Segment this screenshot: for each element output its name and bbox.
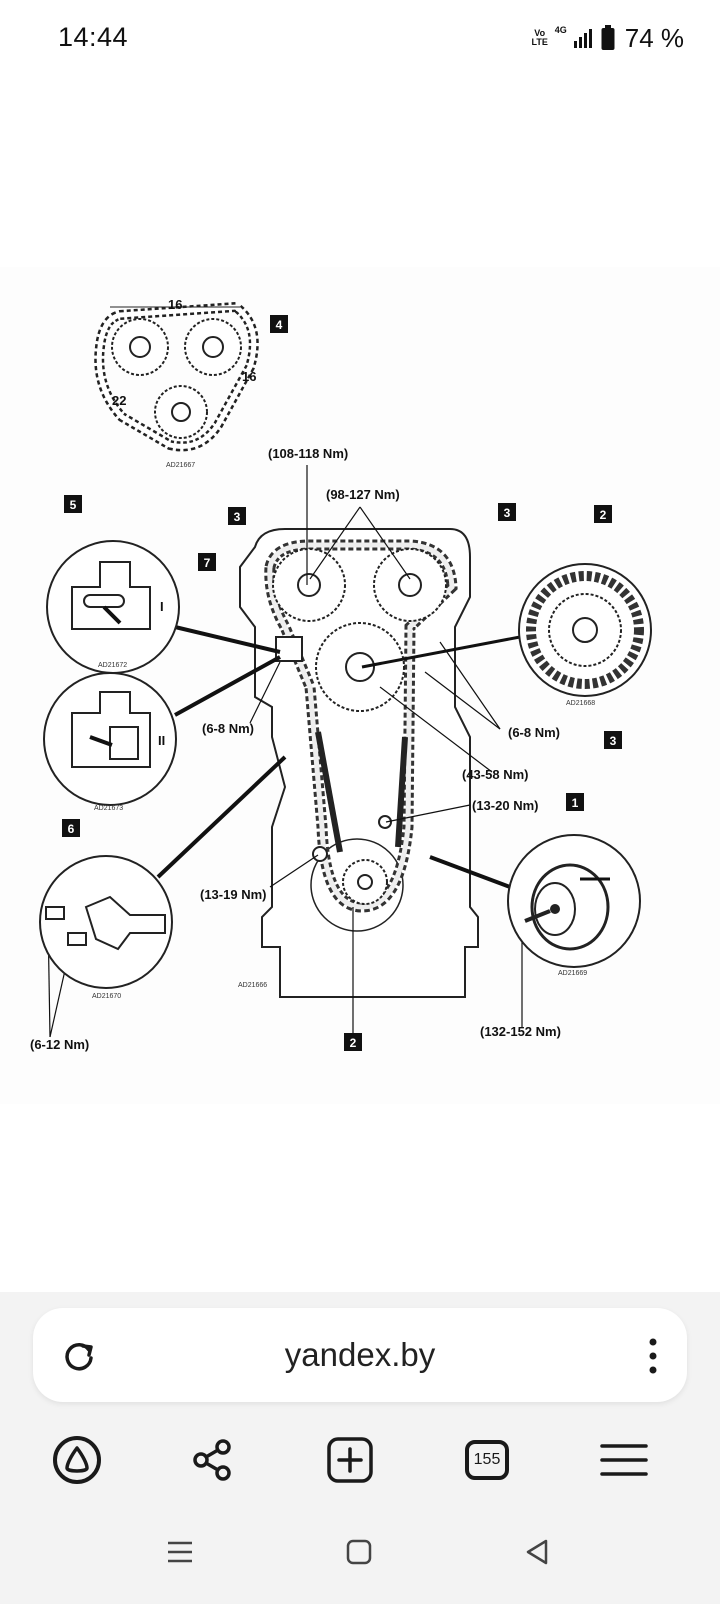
- ref-ad21670: AD21670: [92, 993, 121, 1000]
- callout-6: 6: [68, 822, 75, 836]
- torque-6-12: (6-12 Nm): [30, 1037, 89, 1052]
- signal-icon: [573, 29, 592, 48]
- callout-3-left: 3: [234, 510, 241, 524]
- timing-chain-diagram[interactable]: 16 16 22 AD21667 4: [0, 267, 720, 1104]
- inset-cam: AD21668 2 3: [518, 505, 652, 749]
- back-button[interactable]: [512, 1532, 562, 1572]
- torque-13-19: (13-19 Nm): [200, 887, 266, 902]
- menu-button[interactable]: [594, 1430, 654, 1490]
- more-vertical-icon[interactable]: [647, 1336, 659, 1376]
- inset-ii: II AD21673 6: [43, 672, 177, 837]
- ref-ad21672: AD21672: [98, 662, 127, 669]
- ref-ad21668: AD21668: [566, 700, 595, 707]
- callout-7: 7: [204, 556, 211, 570]
- roman-i: I: [160, 599, 164, 614]
- torque-132-152: (132-152 Nm): [480, 1024, 561, 1039]
- url-text[interactable]: yandex.by: [284, 1336, 436, 1373]
- callout-2-bottom: 2: [350, 1036, 357, 1050]
- share-icon: [193, 1439, 231, 1481]
- new-tab-button[interactable]: [320, 1430, 380, 1490]
- tabs-button[interactable]: 155: [457, 1430, 517, 1490]
- callout-5: 5: [70, 498, 77, 512]
- status-time: 14:44: [58, 22, 129, 52]
- callouts-main: 3 3 7 2: [198, 503, 516, 1051]
- reload-icon[interactable]: [61, 1338, 97, 1374]
- home-icon: [346, 1539, 372, 1565]
- share-button[interactable]: [183, 1430, 243, 1490]
- system-nav-bar: [0, 1504, 720, 1604]
- inset-pulley: AD21669 1: [507, 793, 641, 977]
- back-icon: [526, 1539, 548, 1565]
- torque-98-127: (98-127 Nm): [326, 487, 400, 502]
- main-chain: [264, 539, 458, 913]
- alice-icon: [53, 1436, 101, 1484]
- callout-4: 4: [276, 318, 283, 332]
- browser-bottom-panel: yandex.by: [0, 1292, 720, 1604]
- ref-ad21667: AD21667: [166, 462, 195, 469]
- inset-tensioner: AD21670: [39, 855, 173, 1000]
- label-16-top: 16: [168, 297, 182, 312]
- torque-6-8-left: (6-8 Nm): [202, 721, 254, 736]
- battery-icon: [601, 25, 615, 50]
- callout-3-right: 3: [504, 506, 511, 520]
- torque-6-8-right: (6-8 Nm): [508, 725, 560, 740]
- roman-ii: II: [158, 733, 165, 748]
- alice-button[interactable]: [47, 1430, 107, 1490]
- recent-apps-icon: [168, 1541, 192, 1563]
- torque-13-20: (13-20 Nm): [472, 798, 538, 813]
- diagram-svg: 16 16 22 AD21667 4: [30, 297, 652, 1052]
- label-22: 22: [112, 393, 126, 408]
- address-bar[interactable]: yandex.by: [33, 1308, 687, 1402]
- callout-3-cam: 3: [610, 734, 617, 748]
- callout-2-top: 2: [600, 508, 607, 522]
- home-button[interactable]: [334, 1532, 384, 1572]
- label-16-right: 16: [242, 369, 256, 384]
- inset-i: I AD21672 5: [46, 495, 180, 674]
- callout-1: 1: [572, 796, 579, 810]
- leader-lines: [47, 465, 523, 1038]
- menu-icon: [600, 1444, 648, 1476]
- battery-percentage: 74 %: [624, 22, 684, 53]
- torque-43-58: (43-58 Nm): [462, 767, 528, 782]
- new-tab-icon: [327, 1437, 373, 1483]
- torque-labels: (108-118 Nm) (98-127 Nm) (6-8 Nm) (6-8 N…: [30, 446, 561, 1052]
- ref-ad21673: AD21673: [94, 805, 123, 812]
- top-inset: 16 16 22 AD21667 4: [94, 297, 288, 469]
- tabs-icon: 155: [465, 1440, 509, 1480]
- browser-toolbar: 155: [0, 1412, 720, 1512]
- torque-108-118: (108-118 Nm): [268, 446, 348, 461]
- network-type: 4G: [554, 25, 567, 35]
- ref-ad21666: AD21666: [238, 982, 267, 989]
- ref-ad21669: AD21669: [558, 970, 587, 977]
- recent-apps-button[interactable]: [155, 1532, 205, 1572]
